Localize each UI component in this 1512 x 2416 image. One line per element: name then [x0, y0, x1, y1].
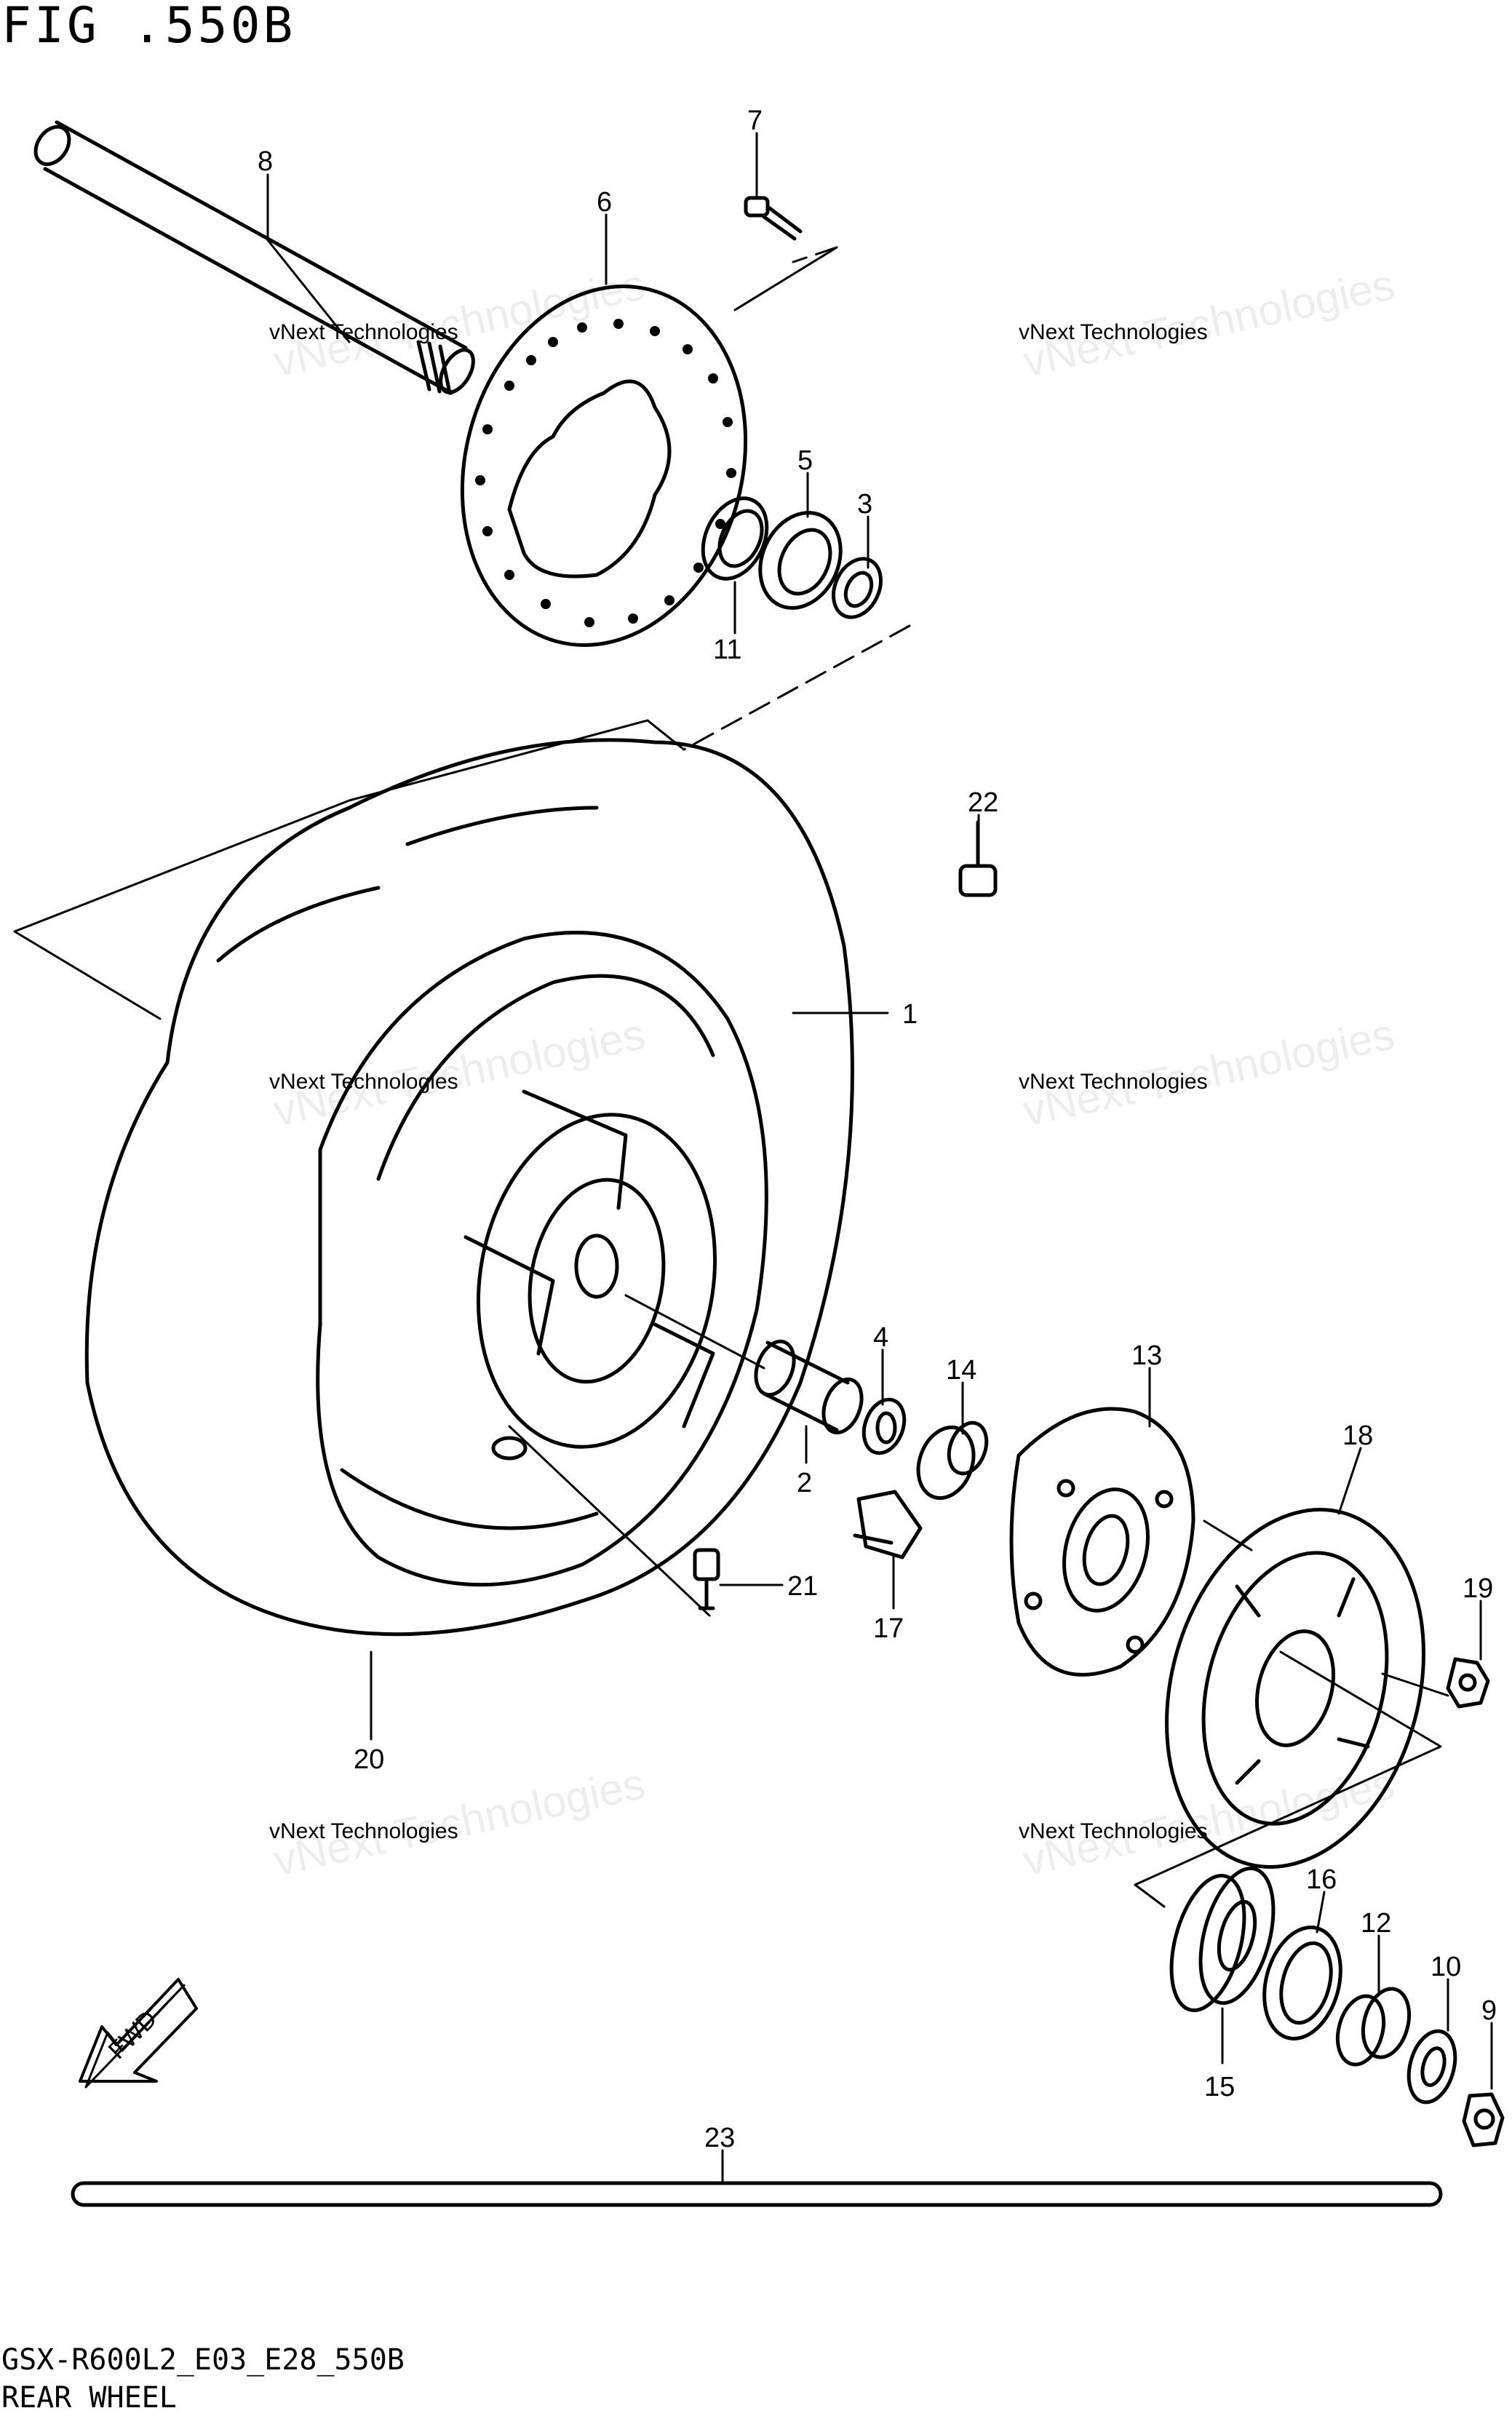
callout-9: 9: [1481, 1995, 1497, 2026]
axle-part-8: [33, 120, 475, 395]
callout-17: 17: [873, 1613, 904, 1644]
bearing-part-3: [832, 557, 883, 619]
rear-tire-part-20: [84, 738, 854, 1637]
seal-part-11: [701, 496, 769, 581]
chain-part-23: [71, 2181, 1443, 2207]
callout-numbers: 1 2 3 4 5 6 7 8 9 10 11 12 13 14 15 16 1…: [103, 106, 1497, 2153]
watermark: vNext Technologies vNext Technologies: [1019, 1009, 1398, 1136]
callout-12: 12: [1361, 1908, 1391, 1939]
callout-19: 19: [1463, 1573, 1493, 1604]
callout-10: 10: [1431, 1952, 1461, 1982]
callout-21: 21: [787, 1571, 818, 1602]
bearing-part-5: [758, 511, 843, 610]
callout-6: 6: [597, 187, 612, 218]
callout-5: 5: [797, 445, 813, 476]
watermark: vNext Technologies vNext Technologies: [1019, 1759, 1398, 1885]
figure-code: GSX-R600L2_E03_E28_550B: [1, 2343, 405, 2377]
callout-23: 23: [704, 2123, 735, 2153]
valve-part-21: [693, 1548, 720, 1610]
nut-part-19: [1446, 1657, 1490, 1709]
damper-part-17: [853, 1490, 923, 1559]
watermark: vNext Technologies vNext Technologies: [1019, 260, 1398, 386]
fwd-label: FWD: [103, 2005, 163, 2065]
washer-part-10: [1406, 2029, 1457, 2105]
callout-22: 22: [968, 787, 998, 818]
spacer-part-2: [754, 1339, 864, 1435]
callout-15: 15: [1204, 2072, 1235, 2102]
collar-part-14: [916, 1420, 989, 1501]
brake-disc-part-6: [460, 285, 748, 647]
callout-11: 11: [713, 635, 741, 665]
callout-1: 1: [902, 999, 918, 1030]
fwd-arrow-icon: [79, 1978, 198, 2089]
callout-7: 7: [747, 106, 763, 136]
collar-part-12: [1335, 1987, 1412, 2067]
callout-13: 13: [1131, 1340, 1162, 1371]
rear-wheel-part-1: [463, 1089, 717, 1461]
figure-name: REAR WHEEL: [1, 2381, 177, 2415]
callout-2: 2: [797, 1468, 812, 1498]
leader-lines: [266, 132, 1493, 2185]
disc-bolt-part-7: [744, 196, 803, 241]
callout-8: 8: [258, 146, 273, 177]
watermark: vNext Technologies vNext Technologies: [269, 1759, 649, 1885]
sprocket-hub-part-13: [1009, 1407, 1195, 1677]
callout-18: 18: [1342, 1420, 1373, 1451]
assembly-guide-lines: [13, 246, 1449, 1908]
nut-part-9: [1462, 2092, 1505, 2147]
callout-16: 16: [1306, 1864, 1337, 1895]
bearing-part-15: [1169, 1867, 1276, 2012]
watermark: vNext Technologies vNext Technologies: [269, 260, 649, 386]
callout-3: 3: [857, 489, 872, 520]
callout-14: 14: [946, 1355, 976, 1386]
callout-20: 20: [354, 1744, 384, 1775]
watermark: vNext Technologies vNext Technologies: [269, 1009, 649, 1136]
bearing-part-4: [862, 1397, 907, 1455]
callout-4: 4: [873, 1322, 888, 1353]
figure-title: FIG .550B: [1, 0, 296, 55]
